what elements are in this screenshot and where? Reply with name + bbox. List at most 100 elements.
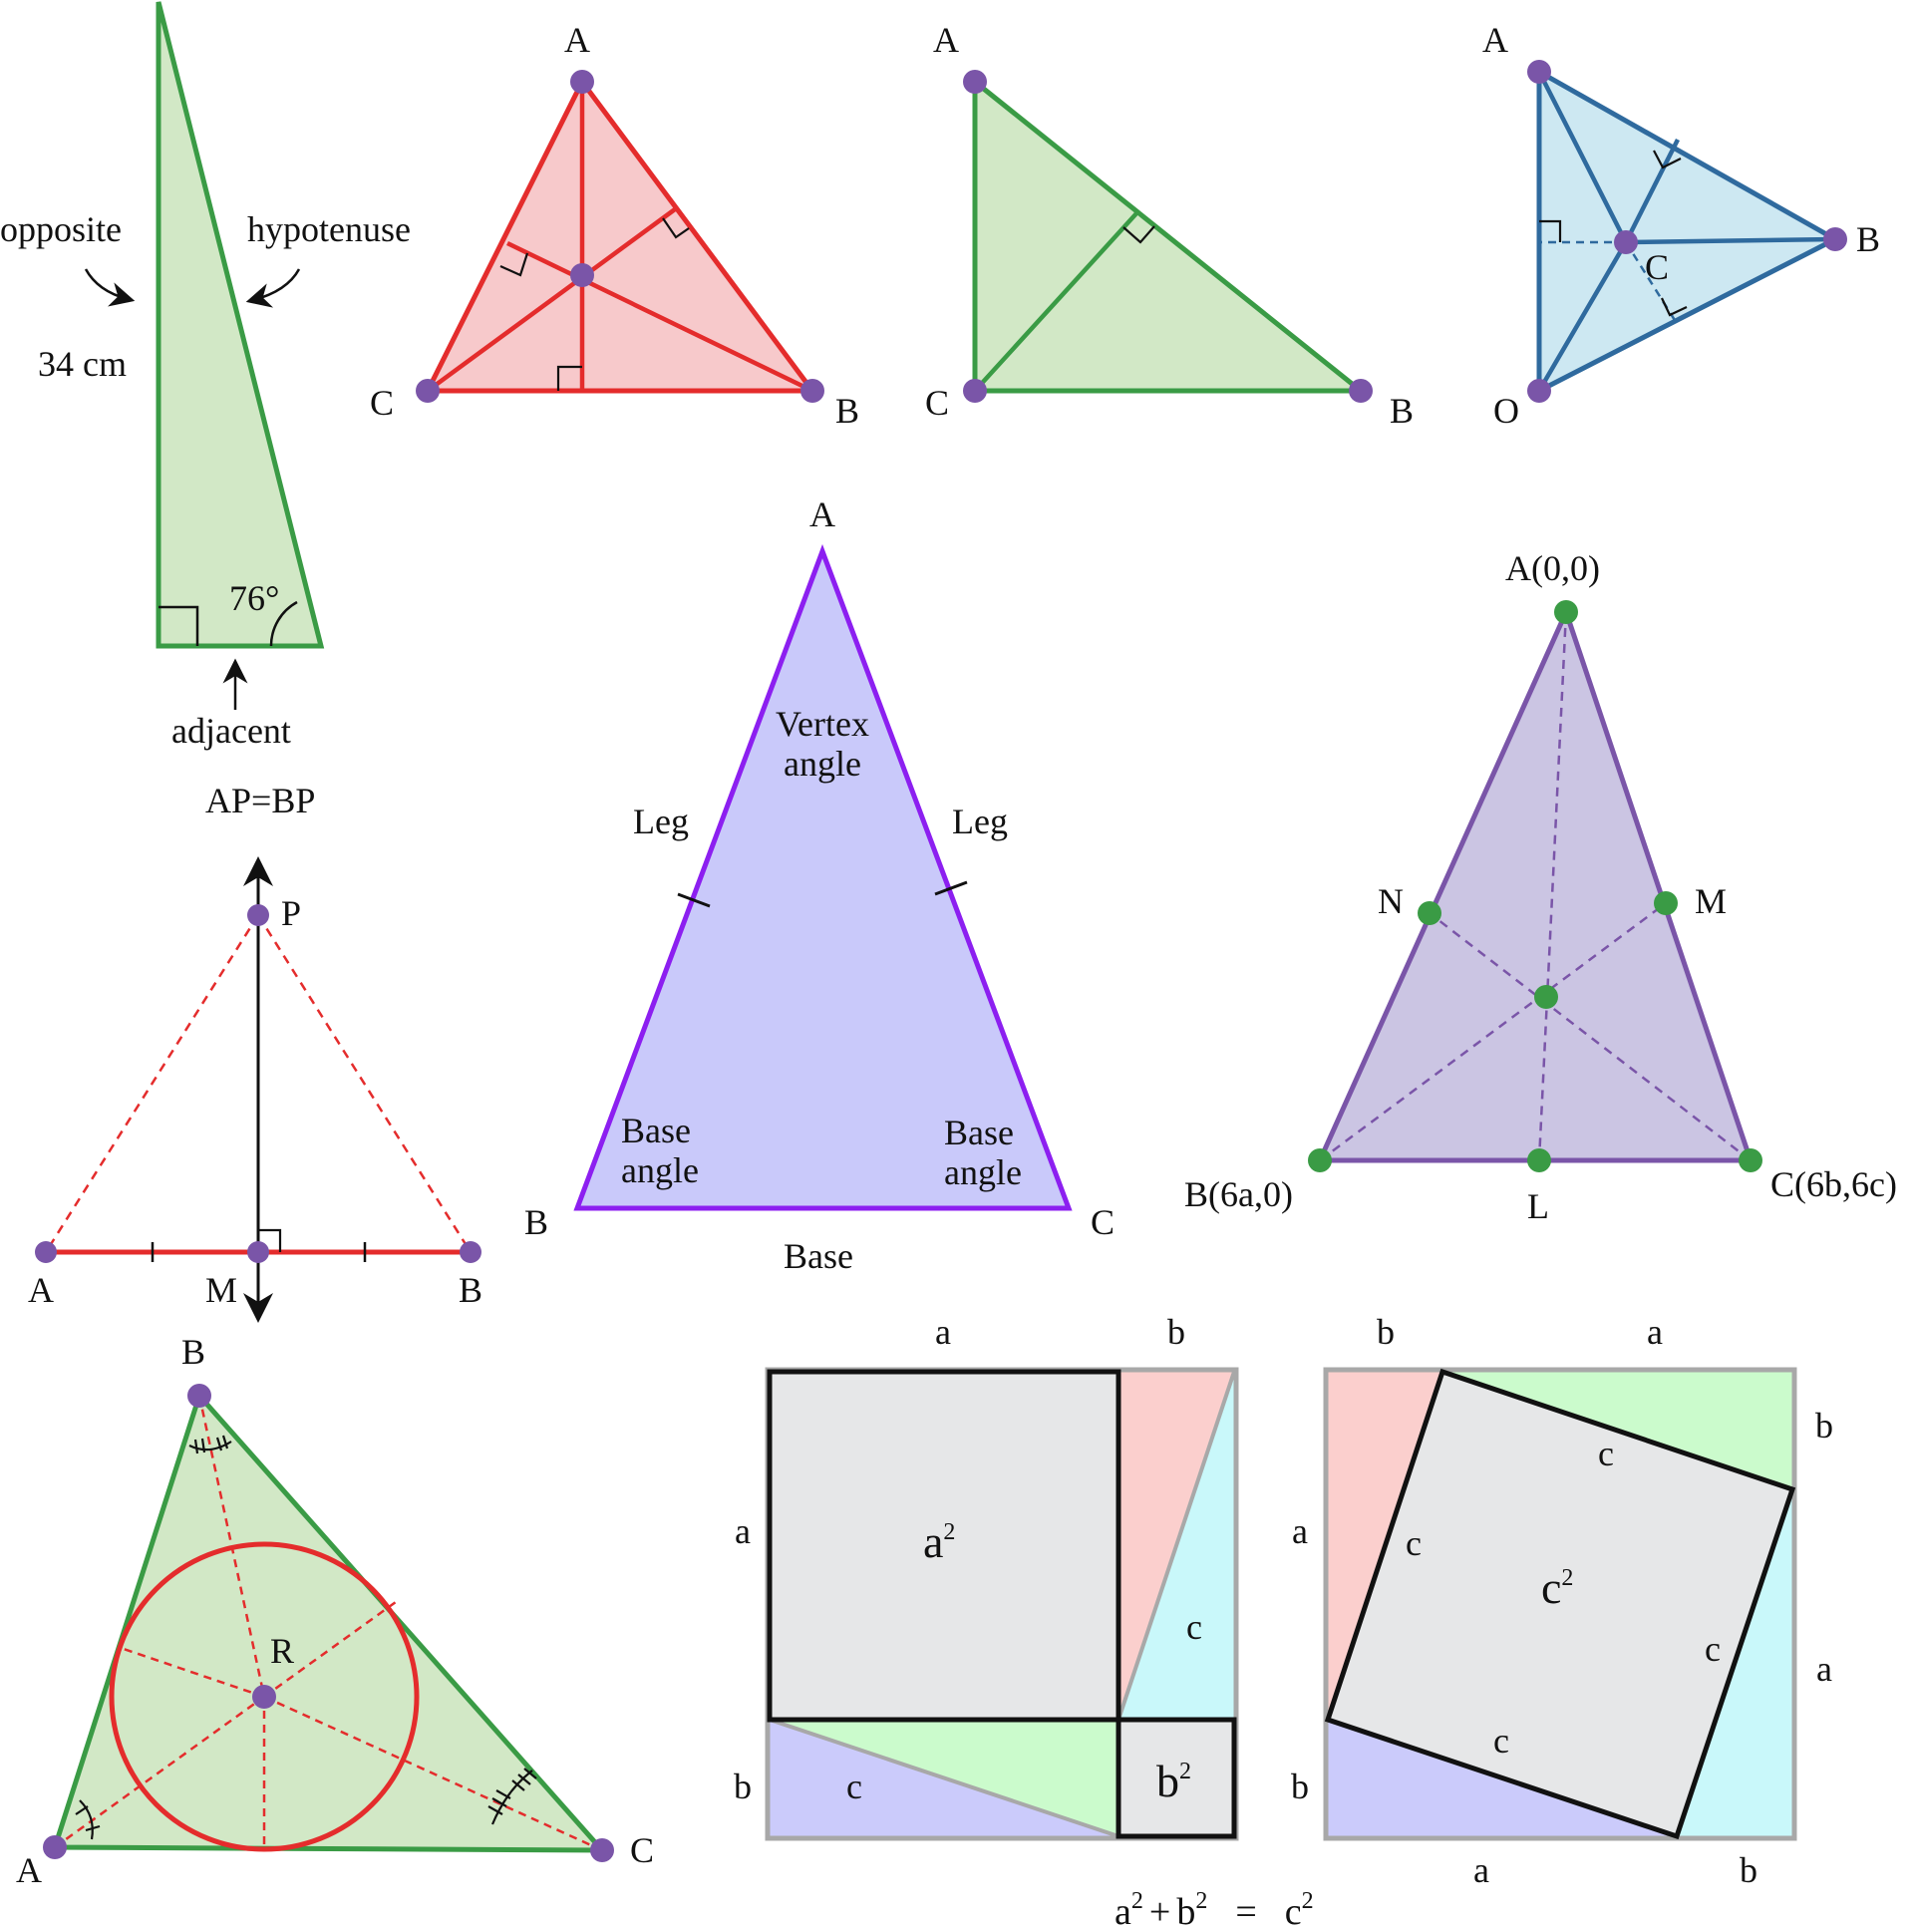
angle-arc-b — [188, 1441, 232, 1451]
c-label-top: c — [1598, 1434, 1614, 1473]
right-angle-mark-base — [556, 365, 582, 391]
b-squared-box — [1116, 1717, 1237, 1839]
green-triangle — [51, 1391, 608, 1853]
label-b: B — [1856, 219, 1880, 259]
outer-square-border — [1323, 1367, 1797, 1841]
label-c: C — [925, 383, 949, 423]
label-a-coord: A(0,0) — [1505, 548, 1600, 588]
pythagorean-equation: a2+b2=c2 — [1115, 1888, 1314, 1932]
vertex-b-dot — [800, 379, 824, 403]
leg-left-label: Leg — [633, 802, 689, 841]
label-b: B — [524, 1202, 548, 1242]
right-angle-mark-ab — [1653, 150, 1682, 169]
c-squared-label: c2 — [1541, 1562, 1573, 1613]
vertex-a-dot — [570, 70, 594, 94]
segment-o-c — [1537, 240, 1628, 393]
right-triangle-altitude-figure: A C B — [925, 20, 1414, 431]
midpoint-l-dot — [1527, 1148, 1551, 1172]
vertex-b-dot — [1823, 227, 1847, 251]
segment-b-c — [1625, 236, 1836, 245]
dashed-p-a — [44, 914, 260, 1253]
point-m-dot — [247, 1241, 269, 1263]
label-c: C — [630, 1830, 654, 1870]
right-angle-mark-right — [662, 217, 690, 239]
label-a: A — [809, 494, 835, 534]
label-b: B — [1390, 391, 1414, 431]
label-b: B — [181, 1332, 205, 1372]
right-label-b: b — [1815, 1406, 1833, 1446]
label-l: L — [1527, 1186, 1549, 1226]
altitude-from-c — [426, 207, 677, 393]
segment-a-c — [1536, 70, 1629, 244]
median-from-c — [1429, 912, 1752, 1161]
centroid-triangle-figure: A(0,0) B(6a,0) C(6b,6c) N M L — [1184, 548, 1897, 1226]
trig-angle-arc — [269, 600, 298, 647]
label-a: A — [933, 20, 959, 60]
top-label-a: a — [935, 1312, 951, 1352]
vertex-c-dot — [1739, 1148, 1762, 1172]
vertex-c-dot — [590, 1838, 614, 1862]
orthocenter-triangle-figure: A C B — [370, 20, 859, 431]
left-label-a: a — [1292, 1511, 1308, 1551]
top-label-b: b — [1377, 1312, 1395, 1352]
label-n: N — [1378, 881, 1404, 921]
orthocenter-dot — [570, 263, 594, 287]
c-label-left: c — [1406, 1523, 1422, 1563]
midpoint-n-dot — [1418, 901, 1441, 925]
left-label-b: b — [734, 1767, 752, 1806]
hypotenuse-label: hypotenuse — [247, 209, 411, 249]
radius-to-ab — [117, 1645, 265, 1699]
vertex-b-dot — [1349, 379, 1373, 403]
opposite-label: opposite — [0, 209, 122, 249]
trig-right-angle-mark — [159, 605, 199, 646]
tick-b-3 — [215, 1437, 223, 1451]
equation-text: a2+b2=c2 — [1115, 1888, 1314, 1932]
tick-c-2 — [491, 1797, 507, 1807]
hypotenuse-curved-arrow — [245, 268, 301, 308]
base-angle-right-line2: angle — [944, 1152, 1022, 1192]
green-right-triangle — [972, 76, 1369, 394]
vertex-a-dot — [1527, 60, 1551, 84]
incenter-dot — [252, 1685, 276, 1709]
bisector-title: AP=BP — [205, 781, 315, 820]
opposite-curved-arrow — [84, 268, 136, 307]
blue-triangle — [1536, 67, 1841, 396]
trig-triangle — [156, 1, 325, 649]
right-angle-mark-left — [499, 252, 529, 277]
angle-arc-a — [79, 1799, 94, 1840]
incircle — [109, 1541, 420, 1852]
tick-c-3 — [495, 1789, 511, 1799]
point-a-dot — [35, 1241, 57, 1263]
vertex-c-dot — [963, 379, 987, 403]
base-angle-left-line2: angle — [621, 1150, 699, 1190]
bottom-label-a: a — [1473, 1850, 1489, 1890]
tick-a-2 — [85, 1824, 101, 1832]
hypotenuse-label-right: c — [1186, 1607, 1202, 1647]
vertex-c-dot — [416, 379, 440, 403]
tick-b-1 — [193, 1439, 199, 1454]
dashed-c-to-ob — [1624, 241, 1680, 326]
tick-b-2 — [200, 1438, 206, 1453]
label-b: B — [835, 391, 859, 431]
diagonal-right — [1116, 1371, 1236, 1721]
label-a: A — [16, 1850, 42, 1890]
vertex-b-dot — [187, 1384, 211, 1408]
label-a: A — [1482, 20, 1508, 60]
adjacent-label: adjacent — [171, 711, 291, 751]
isosceles-triangle-figure: A B C Vertex angle Leg Leg Base angle Ba… — [524, 494, 1115, 1276]
tick-c-6 — [523, 1768, 537, 1779]
bisector-from-c — [263, 1695, 603, 1852]
base-label: Base — [784, 1236, 853, 1276]
label-c: C — [1091, 1202, 1115, 1242]
a-squared-box — [767, 1369, 1121, 1723]
right-angle-mark — [1122, 225, 1155, 244]
tick-a-1 — [75, 1805, 89, 1815]
label-m: M — [205, 1270, 237, 1310]
vertex-angle-line1: Vertex — [776, 704, 869, 744]
red-triangle — [423, 77, 817, 394]
vertex-o-dot — [1527, 379, 1551, 403]
incircle-triangle-figure: B A C R — [16, 1332, 654, 1890]
vertex-b-dot — [1308, 1148, 1332, 1172]
b-squared-label: b2 — [1156, 1756, 1191, 1806]
label-a: A — [564, 20, 590, 60]
